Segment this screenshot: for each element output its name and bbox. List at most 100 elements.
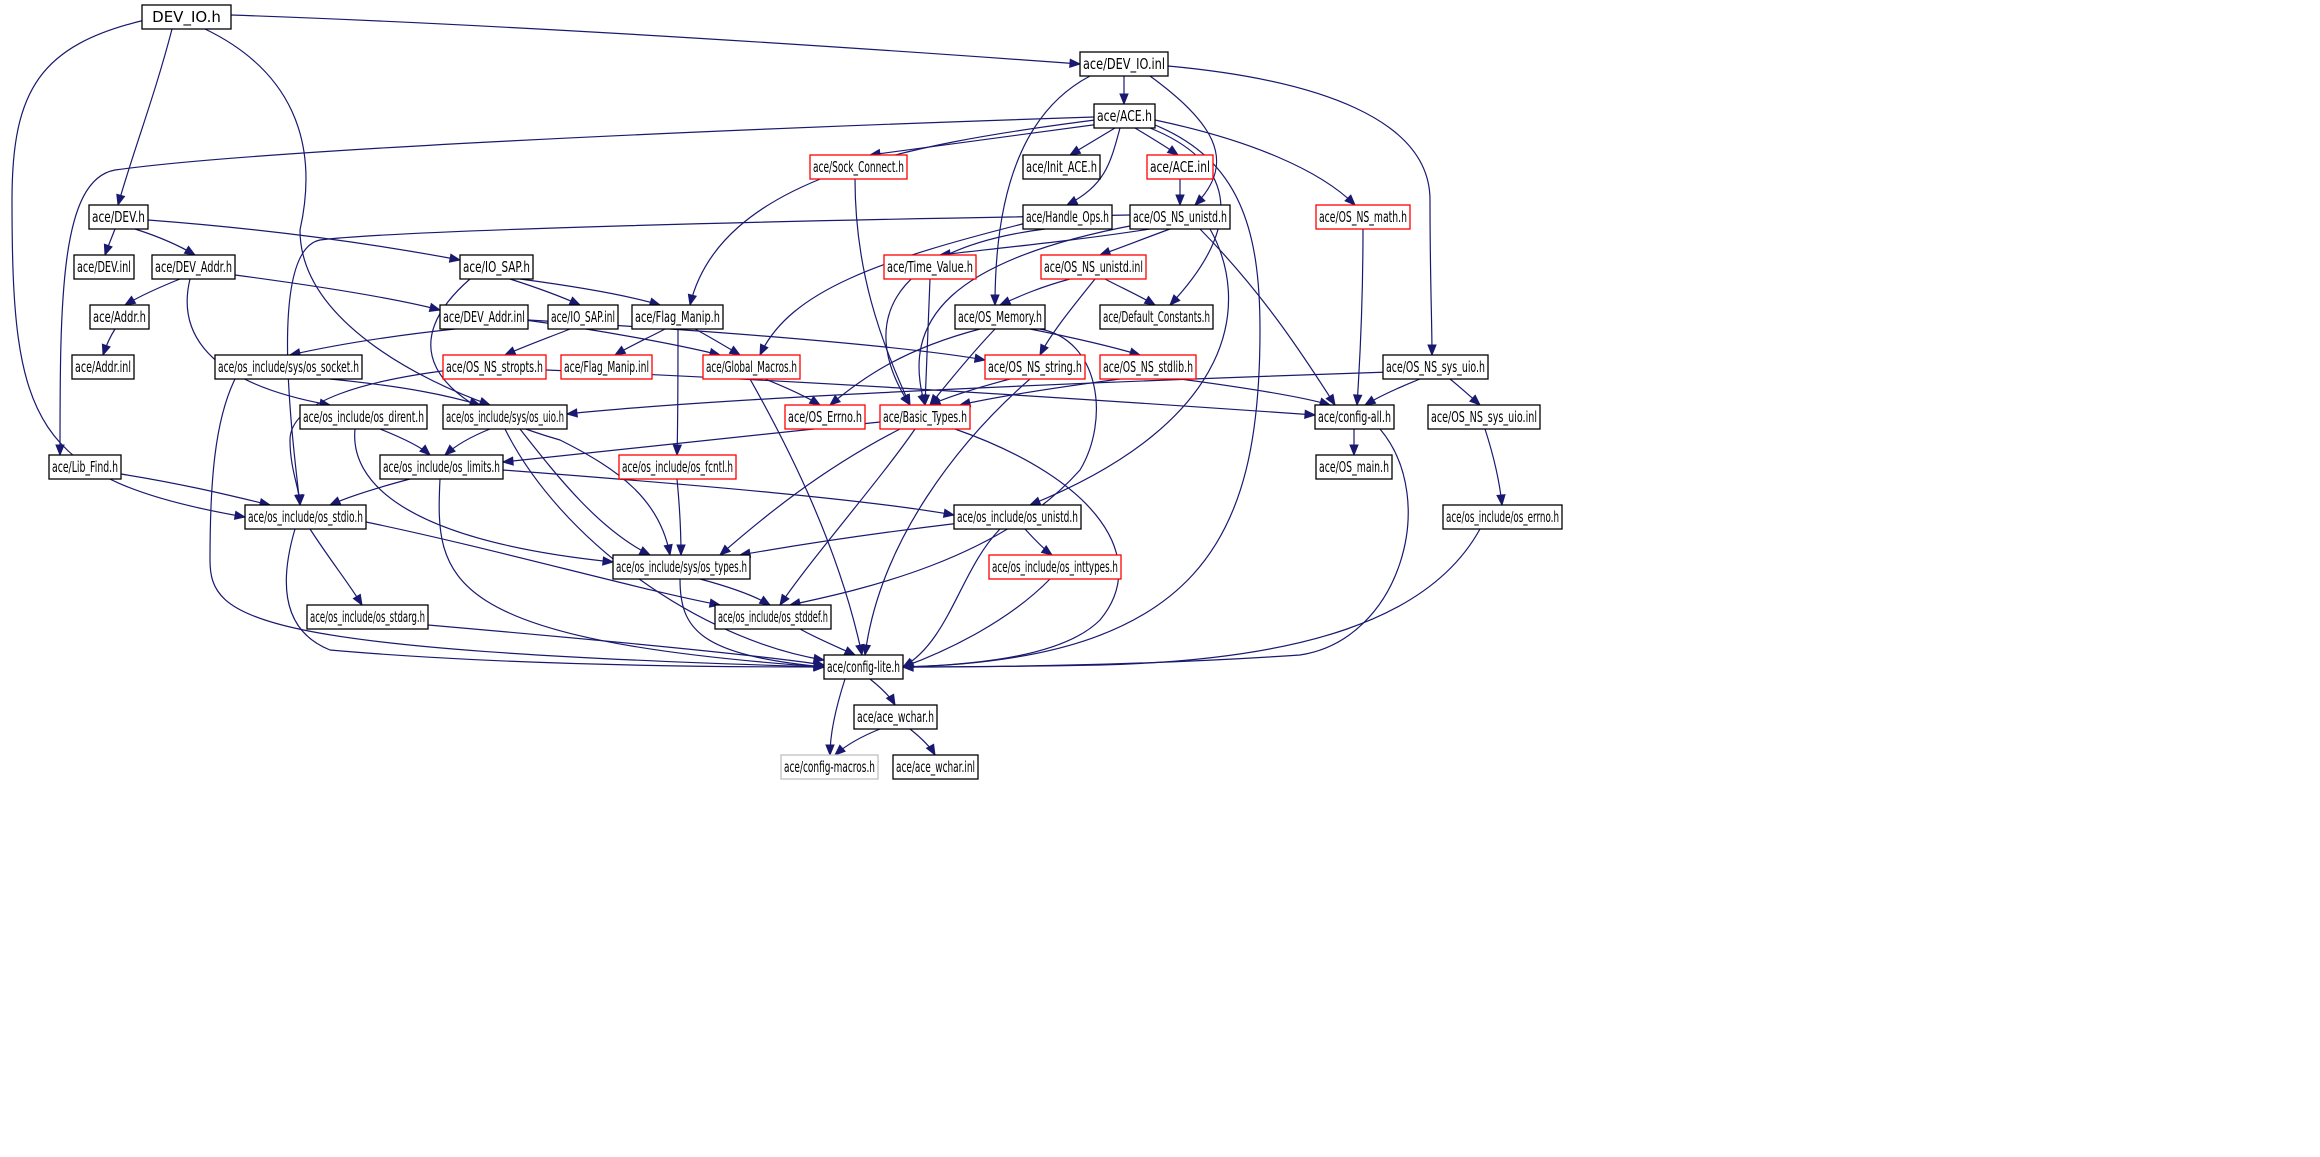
node-box[interactable] <box>88 204 149 230</box>
node-box[interactable] <box>1314 404 1395 430</box>
node-ace-time-value-h[interactable]: ace/Time_Value.h <box>883 254 977 280</box>
node-os-sys-types-h[interactable]: ace/os_include/sys/os_types.h <box>612 554 751 580</box>
node-os-sys-uio-h[interactable]: ace/os_include/sys/os_uio.h <box>442 404 568 430</box>
node-box[interactable] <box>853 704 938 730</box>
node-box[interactable] <box>439 304 529 330</box>
node-os-unistd-h[interactable]: ace/os_include/os_unistd.h <box>953 504 1082 530</box>
node-ace-os-ns-sys-uio-h[interactable]: ace/OS_NS_sys_uio.h <box>1382 354 1489 380</box>
node-box[interactable] <box>809 154 908 180</box>
node-os-dirent-h[interactable]: ace/os_include/os_dirent.h <box>299 404 428 430</box>
node-ace-default-constants-h[interactable]: ace/Default_Constants.h <box>1099 304 1214 330</box>
node-box[interactable] <box>1099 304 1214 330</box>
node-box[interactable] <box>612 554 751 580</box>
node-os-stdarg-h[interactable]: ace/os_include/os_stdarg.h <box>306 604 429 630</box>
node-ace-os-ns-stdlib-h[interactable]: ace/OS_NS_stdlib.h <box>1099 354 1197 380</box>
node-box[interactable] <box>141 4 232 30</box>
node-ace-ace-h[interactable]: ace/ACE.h <box>1093 103 1156 129</box>
node-box[interactable] <box>547 304 619 330</box>
node-box[interactable] <box>299 404 428 430</box>
node-ace-lib-find-h[interactable]: ace/Lib_Find.h <box>48 454 122 480</box>
node-ace-global-macros-h[interactable]: ace/Global_Macros.h <box>702 354 801 380</box>
node-ace-handle-ops-h[interactable]: ace/Handle_Ops.h <box>1022 204 1113 230</box>
node-os-socket-h[interactable]: ace/os_include/sys/os_socket.h <box>214 354 363 380</box>
node-box[interactable] <box>1427 404 1541 430</box>
node-box[interactable] <box>1442 504 1563 530</box>
node-ace-dev-addr-inl[interactable]: ace/DEV_Addr.inl <box>439 304 529 330</box>
node-dev-io-h[interactable]: DEV_IO.h <box>141 4 232 30</box>
node-box[interactable] <box>1315 204 1411 230</box>
node-box[interactable] <box>1099 354 1197 380</box>
node-ace-os-ns-unistd-h[interactable]: ace/OS_NS_unistd.h <box>1129 204 1231 230</box>
node-box[interactable] <box>784 404 866 430</box>
node-ace-basic-types-h[interactable]: ace/Basic_Types.h <box>879 404 971 430</box>
node-ace-os-ns-string-h[interactable]: ace/OS_NS_string.h <box>984 354 1086 380</box>
node-ace-config-all-h[interactable]: ace/config-all.h <box>1314 404 1395 430</box>
node-box[interactable] <box>379 454 504 480</box>
node-box[interactable] <box>442 404 568 430</box>
node-ace-io-sap-h[interactable]: ace/IO_SAP.h <box>459 254 534 280</box>
node-box[interactable] <box>151 254 236 280</box>
node-box[interactable] <box>1382 354 1489 380</box>
node-ace-io-sap-inl[interactable]: ace/IO_SAP.inl <box>547 304 619 330</box>
node-box[interactable] <box>618 454 737 480</box>
node-box[interactable] <box>953 504 1082 530</box>
node-ace-sock-connect-h[interactable]: ace/Sock_Connect.h <box>809 154 908 180</box>
node-box[interactable] <box>71 354 135 380</box>
node-ace-dev-addr-h[interactable]: ace/DEV_Addr.h <box>151 254 236 280</box>
node-ace-flag-manip-h[interactable]: ace/Flag_Manip.h <box>631 304 724 330</box>
node-box[interactable] <box>892 754 979 780</box>
node-box[interactable] <box>879 404 971 430</box>
node-ace-dev-inl[interactable]: ace/DEV.inl <box>73 254 135 280</box>
node-box[interactable] <box>560 354 653 380</box>
node-ace-dev-io-inl[interactable]: ace/DEV_IO.inl <box>1079 51 1169 77</box>
node-box[interactable] <box>1129 204 1231 230</box>
node-box[interactable] <box>823 654 904 680</box>
node-ace-addr-inl[interactable]: ace/Addr.inl <box>71 354 135 380</box>
node-box[interactable] <box>89 304 150 330</box>
node-box[interactable] <box>1079 51 1169 77</box>
node-ace-os-ns-unistd-inl[interactable]: ace/OS_NS_unistd.inl <box>1040 254 1147 280</box>
node-os-stddef-h[interactable]: ace/os_include/os_stddef.h <box>714 604 832 630</box>
node-ace-os-memory-h[interactable]: ace/OS_Memory.h <box>954 304 1046 330</box>
node-ace-ace-inl[interactable]: ace/ACE.inl <box>1146 154 1214 180</box>
node-os-fcntl-h[interactable]: ace/os_include/os_fcntl.h <box>618 454 737 480</box>
node-os-inttypes-h[interactable]: ace/os_include/os_inttypes.h <box>988 554 1122 580</box>
node-ace-os-errno-h[interactable]: ace/OS_Errno.h <box>784 404 866 430</box>
node-ace-addr-h[interactable]: ace/Addr.h <box>89 304 150 330</box>
node-ace-ace-wchar-inl[interactable]: ace/ace_wchar.inl <box>892 754 979 780</box>
node-box[interactable] <box>631 304 724 330</box>
node-box[interactable] <box>954 304 1046 330</box>
node-box[interactable] <box>1022 204 1113 230</box>
node-box[interactable] <box>714 604 832 630</box>
node-ace-config-macros-h[interactable]: ace/config-macros.h <box>780 754 879 780</box>
node-box[interactable] <box>442 354 547 380</box>
node-box[interactable] <box>883 254 977 280</box>
node-ace-os-ns-math-h[interactable]: ace/OS_NS_math.h <box>1315 204 1411 230</box>
node-box[interactable] <box>702 354 801 380</box>
node-box[interactable] <box>988 554 1122 580</box>
node-box[interactable] <box>1093 103 1156 129</box>
node-ace-os-ns-stropts-h[interactable]: ace/OS_NS_stropts.h <box>442 354 547 380</box>
node-ace-os-ns-sys-uio-inl[interactable]: ace/OS_NS_sys_uio.inl <box>1427 404 1541 430</box>
node-os-errno-h[interactable]: ace/os_include/os_errno.h <box>1442 504 1563 530</box>
node-box[interactable] <box>984 354 1086 380</box>
node-box[interactable] <box>780 754 879 780</box>
node-box[interactable] <box>459 254 534 280</box>
node-os-limits-h[interactable]: ace/os_include/os_limits.h <box>379 454 504 480</box>
node-box[interactable] <box>1022 154 1101 180</box>
node-os-stdio-h[interactable]: ace/os_include/os_stdio.h <box>244 504 367 530</box>
node-ace-init-ace-h[interactable]: ace/Init_ACE.h <box>1022 154 1101 180</box>
node-ace-ace-wchar-h[interactable]: ace/ace_wchar.h <box>853 704 938 730</box>
node-box[interactable] <box>1146 154 1214 180</box>
node-ace-os-main-h[interactable]: ace/OS_main.h <box>1315 454 1393 480</box>
node-box[interactable] <box>48 454 122 480</box>
node-box[interactable] <box>73 254 135 280</box>
node-box[interactable] <box>1315 454 1393 480</box>
node-ace-config-lite-h[interactable]: ace/config-lite.h <box>823 654 904 680</box>
node-box[interactable] <box>214 354 363 380</box>
node-ace-flag-manip-inl[interactable]: ace/Flag_Manip.inl <box>560 354 653 380</box>
node-box[interactable] <box>244 504 367 530</box>
node-box[interactable] <box>1040 254 1147 280</box>
node-ace-dev-h[interactable]: ace/DEV.h <box>88 204 149 230</box>
node-box[interactable] <box>306 604 429 630</box>
